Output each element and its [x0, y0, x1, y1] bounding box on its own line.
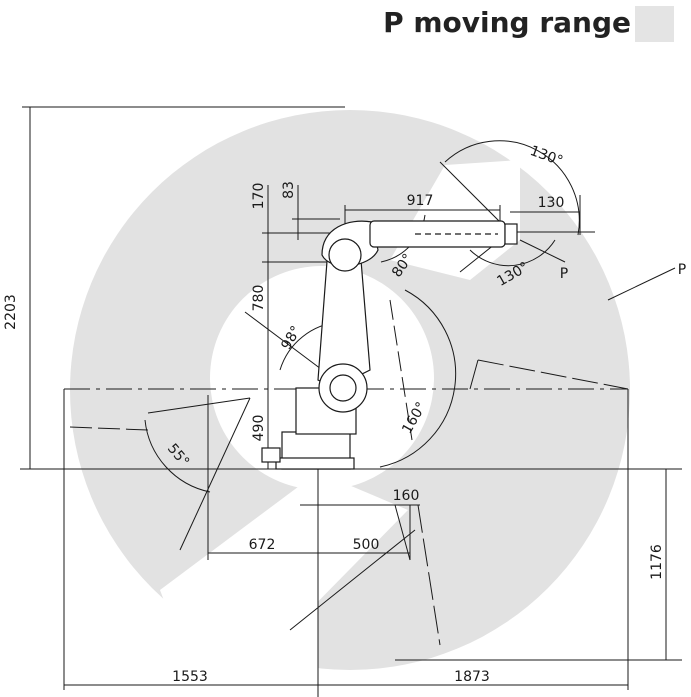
lower-rear-cutout	[160, 472, 318, 697]
dim-front-offset: 500	[353, 537, 380, 553]
dim-arm-length: 917	[407, 193, 434, 209]
dim-base-offset: 160	[393, 488, 420, 504]
dim-rear-reach: 672	[249, 537, 276, 553]
base-motor	[261, 447, 281, 463]
title-area: P moving range	[0, 0, 691, 60]
range-point-label: P	[678, 262, 686, 278]
wrist	[504, 223, 518, 245]
dim-front-total: 1873	[454, 669, 490, 685]
dim-tool-length: 130	[538, 195, 565, 211]
title-accent-box	[635, 6, 674, 42]
dimension-labels: 2203 170 83 917 130 780 490 160 672 500 …	[3, 181, 665, 685]
dim-base-height: 490	[251, 415, 267, 442]
dim-link-offset: 170	[251, 183, 267, 210]
dim-link-offset-small: 83	[281, 181, 297, 199]
dim-upper-arm: 780	[251, 285, 267, 312]
point-labels: P P	[560, 262, 686, 282]
dim-depth-below: 1176	[649, 544, 665, 580]
shoulder-joint-inner	[329, 374, 357, 402]
elbow-joint	[328, 238, 362, 272]
angle-wrist-top: 130°	[528, 143, 565, 170]
page-title: P moving range	[383, 6, 631, 39]
tool-point-label: P	[560, 266, 568, 282]
robot-arm	[261, 220, 518, 470]
lower-front-cutout	[290, 472, 408, 630]
dim-total-height: 2203	[3, 294, 19, 330]
dim-rear-total: 1553	[172, 669, 208, 685]
robot-base-plate	[275, 457, 355, 470]
